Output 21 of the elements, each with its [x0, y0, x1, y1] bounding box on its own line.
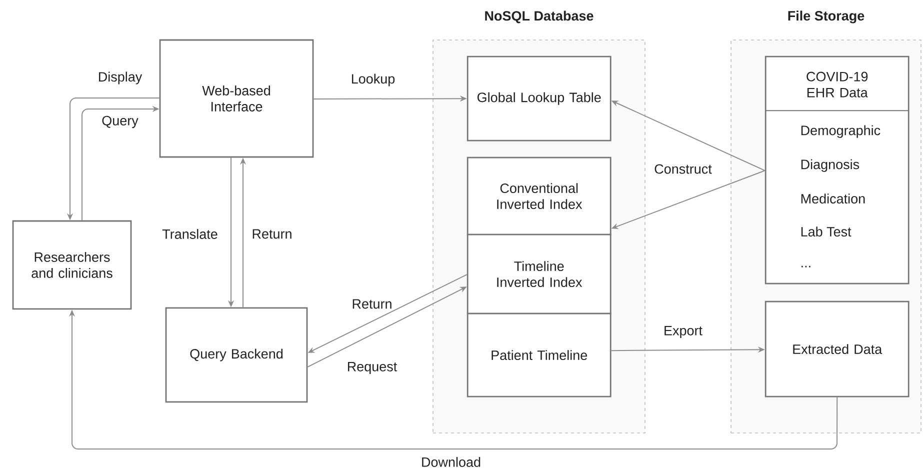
node-label: NoSQL Database [485, 10, 594, 24]
process-box: Conventional Inverted Index [466, 156, 612, 236]
node-label: File Storage [788, 10, 864, 24]
edge-label: Lookup [350, 72, 396, 88]
process-box: Researchers and clinicians [12, 220, 132, 310]
process-box: Timeline Inverted Index [466, 234, 612, 314]
edge-label: Query [100, 114, 140, 130]
process-box: Extracted Data [764, 300, 910, 398]
edge-label: Return [250, 228, 294, 240]
edge-label: Translate [161, 228, 219, 240]
process-box: Global Lookup Table [466, 56, 612, 142]
edge-label: Return [350, 298, 394, 310]
edge-label: Download [420, 456, 482, 468]
process-box: Web-based Interface [159, 39, 314, 158]
edge-label: Construct [653, 163, 713, 175]
process-box: Patient Timeline [466, 312, 612, 398]
edge-label: Display [96, 70, 144, 86]
edge-label: Request [346, 360, 398, 376]
data-table: COVID-19 EHR Data Demographic Diagnosis Medication Lab Test ... [764, 56, 910, 284]
edge-label: Export [662, 324, 704, 340]
process-box: Query Backend [165, 307, 308, 403]
